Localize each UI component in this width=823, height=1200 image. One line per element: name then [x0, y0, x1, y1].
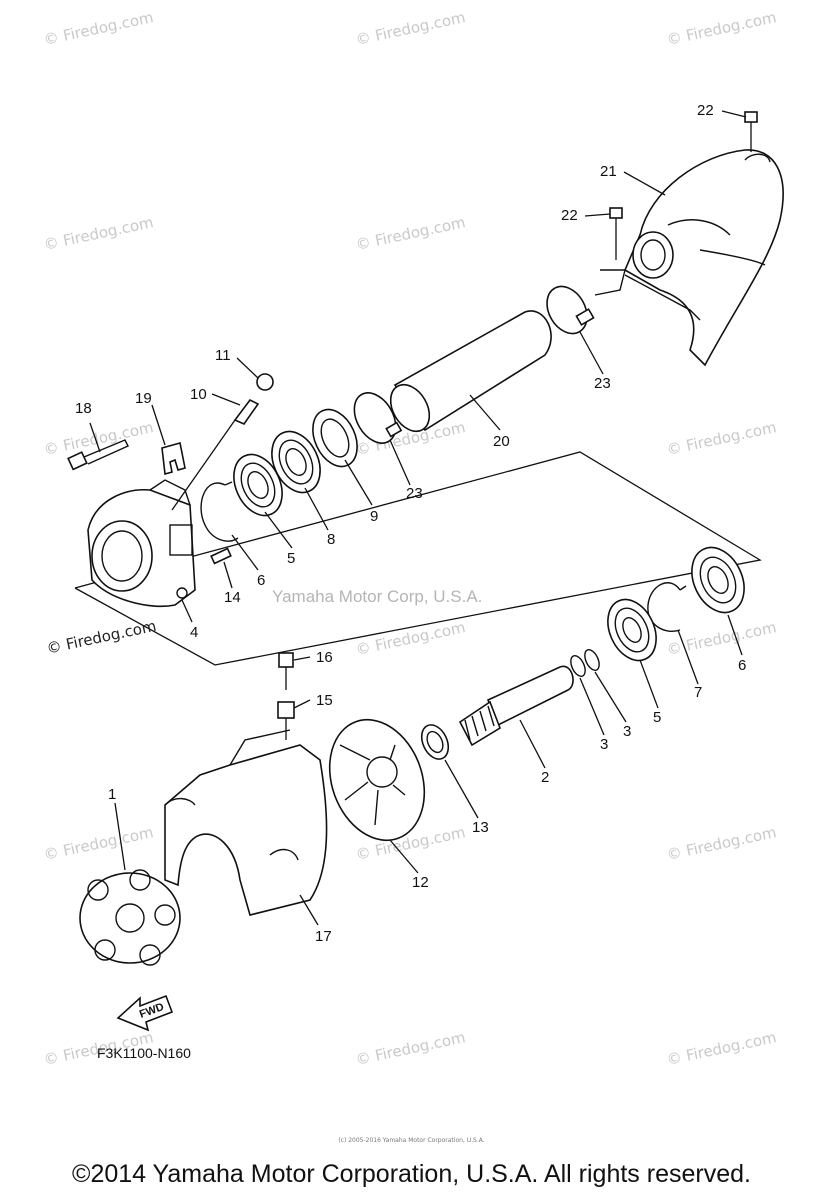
part-22-bolt	[609, 207, 623, 260]
callout-13: 13	[472, 819, 489, 836]
part-13-collar	[420, 724, 450, 760]
callout-9: 9	[370, 508, 378, 525]
part-6-circlip	[647, 582, 687, 632]
callout-3: 3	[600, 736, 608, 753]
part-11-cap	[256, 373, 274, 391]
callout-23: 23	[594, 375, 611, 392]
callout-16: 16	[316, 649, 333, 666]
callout-10: 10	[190, 386, 207, 403]
callout-12: 12	[412, 874, 429, 891]
part-6-circlip	[200, 481, 239, 542]
part-23-clamp	[353, 392, 403, 444]
callout-5: 5	[653, 709, 661, 726]
watermark: © Firedog.com	[42, 418, 155, 459]
watermark: © Firedog.com	[665, 1028, 778, 1069]
callout-14: 14	[224, 589, 241, 606]
callout-6: 6	[257, 572, 265, 589]
callout-7: 6	[738, 657, 746, 674]
callout-6: 7	[694, 684, 702, 701]
watermark: © Firedog.com	[354, 1028, 467, 1069]
fwd-arrow: FWD	[116, 994, 174, 1032]
part-1-coupler	[79, 869, 181, 966]
part-23-clamp	[546, 285, 595, 335]
watermark: © Firedog.com	[42, 213, 155, 254]
callout-11: 11	[215, 347, 231, 364]
part-19-plate	[161, 441, 186, 476]
watermark: © Firedog.com	[354, 618, 467, 659]
part-22-bolt	[744, 111, 758, 152]
part-3-o-ring	[584, 649, 600, 671]
part-5-bearing	[607, 598, 657, 662]
part-17-pump-case	[164, 729, 328, 916]
part-20-hose	[389, 310, 552, 433]
part-21-nozzle-housing	[594, 149, 784, 367]
callout-1: 1	[108, 786, 116, 803]
callout-19: 19	[135, 390, 152, 407]
callout-17: 17	[315, 928, 332, 945]
callout-3: 3	[623, 723, 631, 740]
watermark: © Firedog.com	[42, 8, 155, 49]
part-16-bolt	[278, 652, 294, 690]
callout-15: 15	[316, 692, 333, 709]
part-14-pin	[210, 547, 232, 565]
assembly-boundary	[74, 451, 762, 666]
diagram-code: F3K1100-N160	[97, 1045, 191, 1061]
part-15-collar	[277, 701, 295, 740]
callout-4: 4	[190, 624, 198, 641]
callout-5: 5	[287, 550, 295, 567]
tiny-notice: (c) 2005-2016 Yamaha Motor Corporation, …	[338, 1137, 485, 1144]
callout-18: 18	[75, 400, 92, 417]
watermark: © Firedog.com	[42, 823, 155, 864]
copyright-footer: ©2014 Yamaha Motor Corporation, U.S.A. A…	[72, 1160, 751, 1188]
part-12-impeller	[328, 718, 426, 842]
watermark: © Firedog.com	[665, 8, 778, 49]
watermark: © Firedog.com	[665, 823, 778, 864]
part-18-bolt	[67, 439, 129, 471]
part-5-bearing	[233, 453, 283, 517]
callouts: 22 21 22 23 20 23 9 8 5 6 14 4 18 19 10 …	[75, 102, 746, 945]
callout-20: 20	[493, 433, 510, 450]
part-7-bearing	[691, 546, 745, 614]
callout-22: 22	[561, 207, 578, 224]
leader-lines	[89, 110, 747, 926]
part-4-housing	[87, 479, 196, 608]
part-2-drive-shaft	[458, 665, 574, 747]
callout-22: 22	[697, 102, 714, 119]
watermark: © Firedog.com	[354, 8, 467, 49]
watermark: © Firedog.com	[665, 618, 778, 659]
part-10-grease-nipple	[171, 398, 260, 511]
part-3-o-ring	[570, 655, 586, 677]
center-watermark: Yamaha Motor Corp, U.S.A.	[272, 587, 482, 606]
part-9-oil-seal	[312, 408, 358, 468]
callout-23: 23	[406, 485, 423, 502]
callout-2: 2	[541, 769, 549, 786]
callout-8: 8	[327, 531, 335, 548]
watermark: © Firedog.com	[354, 213, 467, 254]
watermark: © Firedog.com	[665, 418, 778, 459]
callout-21: 21	[600, 163, 617, 180]
